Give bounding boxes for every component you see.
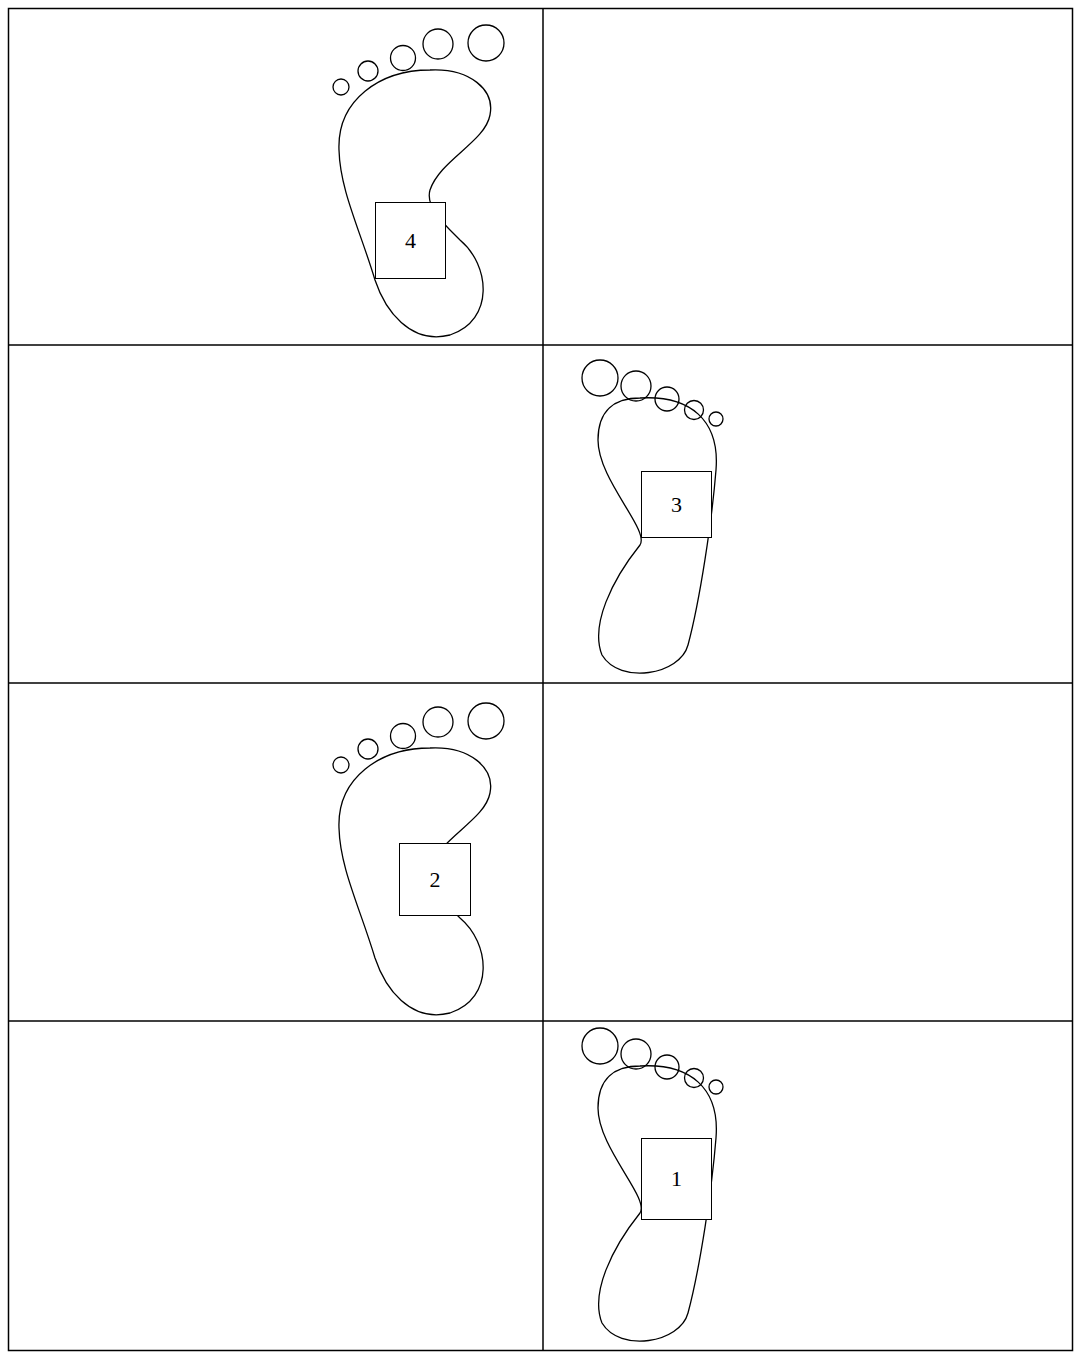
- callout-box: 1: [641, 1138, 712, 1220]
- callout-number: 4: [405, 230, 416, 252]
- callout-box: 4: [375, 202, 446, 279]
- callout-box: 3: [641, 471, 712, 538]
- callout-number: 2: [430, 869, 441, 891]
- grid-line: [542, 8, 544, 1351]
- callout-number: 3: [671, 494, 682, 516]
- grid-line: [8, 1020, 1073, 1022]
- left-footprint: [333, 703, 504, 1015]
- grid-border: [9, 9, 1073, 1351]
- callout-number: 1: [671, 1168, 682, 1190]
- right-footprint: [582, 1028, 723, 1341]
- grid-line: [8, 682, 1073, 684]
- callout-box: 2: [399, 843, 471, 916]
- grid-line: [8, 344, 1073, 346]
- right-footprint: [582, 360, 723, 673]
- left-footprint: [333, 25, 504, 337]
